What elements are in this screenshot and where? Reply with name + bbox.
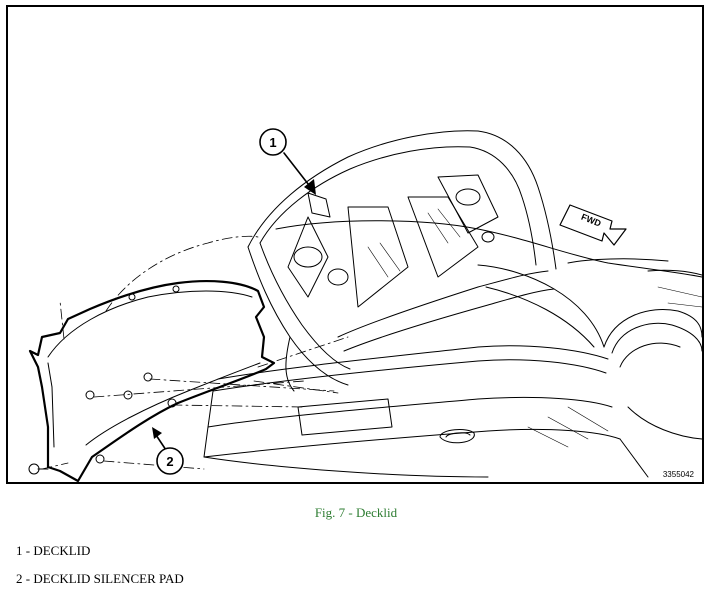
callout-leaders [155,152,313,454]
fwd-label: FWD [580,212,603,229]
legend-list: 1 - DECKLID 2 - DECKLID SILENCER PAD [16,543,184,599]
callout-1-circle [259,128,287,156]
image-id-label: 3355042 [662,470,694,479]
callout-2-number: 2 [166,454,173,469]
silencer-pad-shape [28,279,276,482]
decklid-shape [247,130,557,392]
callout-arrowheads [152,179,316,439]
figure-caption: Fig. 7 - Decklid [314,505,398,520]
vehicle-body [203,220,702,478]
callout-1-number: 1 [269,135,276,150]
figure-frame: 1 2 FWD 3355042 [6,5,704,484]
decklid-illustration: 1 2 FWD [28,128,702,482]
legend-item-silencer-pad: 2 - DECKLID SILENCER PAD [16,571,184,586]
alignment-lines [41,235,339,470]
fwd-arrow-icon [559,204,627,246]
legend-item-decklid: 1 - DECKLID [16,543,91,558]
callout-2-circle [156,447,184,475]
